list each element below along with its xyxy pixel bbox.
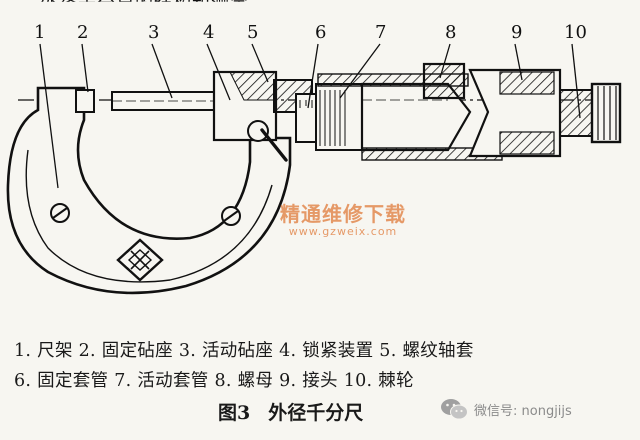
ratchet-body	[559, 89, 595, 137]
frame-screw-left	[50, 203, 70, 223]
wechat-icon	[441, 399, 468, 420]
watermark-url: www.gzweix.com	[288, 225, 398, 238]
thimble	[315, 83, 363, 151]
micrometer-diagram: 1 2 3 4 5 6 7 8 9 10	[6, 22, 622, 295]
watermark: 精通维修下载 www.gzweix.com	[228, 198, 458, 238]
figure-number: 图3	[218, 402, 251, 424]
nut	[422, 62, 466, 100]
ratchet-cap	[590, 82, 622, 144]
lock-lever	[247, 120, 288, 162]
ratchet-knurl	[597, 86, 617, 140]
frame-body	[6, 86, 292, 295]
frame-inner-rim	[25, 149, 273, 283]
part-number-10: 10	[564, 22, 587, 43]
wechat-id: 微信号: nongjijs	[474, 403, 572, 419]
part-number-2: 2	[77, 22, 88, 43]
leader-lines	[39, 43, 581, 189]
connector-hatch-bottom	[499, 131, 555, 155]
connector-hatch-top	[499, 71, 555, 95]
thimble-graduations	[319, 90, 346, 146]
figure-title: 外径千分尺	[268, 402, 364, 424]
figure-caption: 图3 外径千分尺	[218, 398, 381, 425]
wechat-watermark: 微信号: nongjijs	[440, 398, 572, 420]
part-number-9: 9	[511, 22, 522, 43]
legend-line-2: 6. 固定套管 7. 活动套管 8. 螺母 9. 接头 10. 棘轮	[14, 371, 414, 391]
frame-screw-right	[221, 206, 241, 226]
part-number-4: 4	[203, 22, 214, 43]
part-number-6: 6	[315, 22, 326, 43]
watermark-title: 精通维修下载	[280, 202, 406, 226]
part-number-3: 3	[148, 22, 159, 43]
part-number-1: 1	[34, 22, 45, 43]
top-partial-text: 一、外径千分尺的结构和测定	[2, 0, 249, 15]
diamond-insignia	[116, 238, 164, 282]
legend-line-1: 1. 尺架 2. 固定砧座 3. 活动砧座 4. 锁紧装置 5. 螺纹轴套	[14, 341, 474, 361]
part-number-8: 8	[445, 22, 456, 43]
fixed-anvil	[75, 89, 95, 113]
part-number-5: 5	[247, 22, 258, 43]
part-number-7: 7	[375, 22, 386, 43]
